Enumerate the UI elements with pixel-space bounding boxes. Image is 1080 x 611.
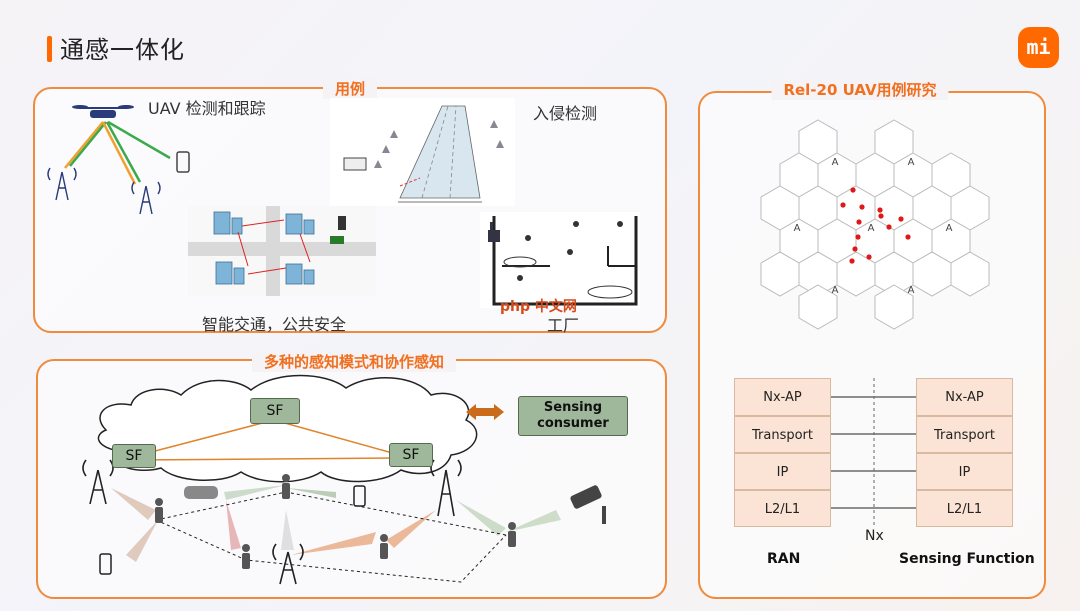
sensing-function-node-top: SF bbox=[250, 398, 300, 424]
ran-layer-l2l1: L2/L1 bbox=[734, 490, 831, 527]
svg-text:A: A bbox=[908, 285, 915, 296]
sensing-function-node-left: SF bbox=[112, 444, 156, 468]
sf-layer-ip: IP bbox=[916, 453, 1013, 490]
rel20-label: Rel-20 UAV用例研究 bbox=[771, 79, 949, 100]
person-icon bbox=[282, 474, 290, 499]
svg-text:A: A bbox=[946, 223, 953, 234]
ran-layer-ip: IP bbox=[734, 453, 831, 490]
title-accent-bar bbox=[47, 36, 52, 62]
core-network-cloud bbox=[97, 374, 478, 483]
sf-layer-nxap: Nx-AP bbox=[916, 378, 1013, 416]
building-icon bbox=[213, 211, 315, 285]
collab-diagram bbox=[82, 374, 606, 585]
traffic-label: 智能交通，公共安全 bbox=[202, 315, 347, 334]
sensing-function-node-right: SF bbox=[389, 443, 433, 467]
antenna-icon bbox=[131, 181, 161, 215]
ran-layer-nxap: Nx-AP bbox=[734, 378, 831, 416]
consumer-label-line2: consumer bbox=[537, 416, 609, 431]
security-camera-icon bbox=[570, 485, 606, 524]
uav-label: UAV 检测和跟踪 bbox=[148, 99, 266, 118]
svg-text:A: A bbox=[832, 285, 839, 296]
double-arrow-icon bbox=[466, 404, 504, 420]
base-station-icon: A A A A A A A bbox=[794, 157, 953, 296]
ran-layer-transport: Transport bbox=[734, 416, 831, 453]
uav-illustration bbox=[47, 105, 190, 215]
person-icon bbox=[508, 522, 516, 547]
antenna-icon bbox=[272, 543, 304, 585]
sensing-function-caption: Sensing Function bbox=[899, 551, 1035, 567]
person-icon bbox=[380, 534, 388, 559]
factory-figure bbox=[480, 212, 640, 308]
ran-protocol-stack: Nx-AP Transport IP L2/L1 bbox=[734, 378, 831, 527]
consumer-label-line1: Sensing bbox=[543, 400, 603, 415]
logo-text: mi bbox=[1026, 35, 1051, 59]
page-title: 通感一体化 bbox=[60, 36, 185, 64]
traffic-figure bbox=[188, 206, 376, 296]
factory-icon bbox=[488, 222, 500, 242]
hex-cell-grid: A A A A A A A bbox=[760, 119, 990, 330]
sf-protocol-stack: Nx-AP Transport IP L2/L1 bbox=[916, 378, 1013, 527]
phone-icon bbox=[353, 485, 366, 507]
factory-label: 工厂 bbox=[547, 316, 580, 335]
svg-text:A: A bbox=[868, 223, 875, 234]
intrusion-label: 入侵检测 bbox=[533, 104, 598, 123]
antenna-icon bbox=[82, 459, 114, 505]
drone-icon bbox=[72, 105, 134, 118]
sf-layer-transport: Transport bbox=[916, 416, 1013, 453]
collab-label: 多种的感知模式和协作感知 bbox=[251, 351, 457, 372]
use-cases-label: 用例 bbox=[322, 78, 378, 99]
antenna-icon bbox=[430, 459, 462, 517]
svg-text:A: A bbox=[832, 157, 839, 168]
person-icon bbox=[242, 544, 250, 569]
car-icon bbox=[184, 486, 218, 499]
uav-dots bbox=[840, 187, 911, 264]
antenna-icon bbox=[47, 167, 77, 201]
brand-logo: mi bbox=[1018, 27, 1059, 68]
highway-figure bbox=[330, 98, 515, 206]
svg-text:A: A bbox=[908, 157, 915, 168]
nx-interface-label: Nx bbox=[865, 528, 884, 544]
ran-caption: RAN bbox=[767, 551, 801, 567]
sensing-consumer-box: Sensing consumer bbox=[518, 396, 628, 436]
phone-icon bbox=[99, 553, 112, 575]
person-icon bbox=[155, 498, 163, 523]
sf-layer-l2l1: L2/L1 bbox=[916, 490, 1013, 527]
stack-connectors bbox=[831, 378, 916, 526]
phone-icon bbox=[176, 151, 190, 173]
svg-text:A: A bbox=[794, 223, 801, 234]
watermark-badge: php 中文网 bbox=[500, 299, 577, 315]
